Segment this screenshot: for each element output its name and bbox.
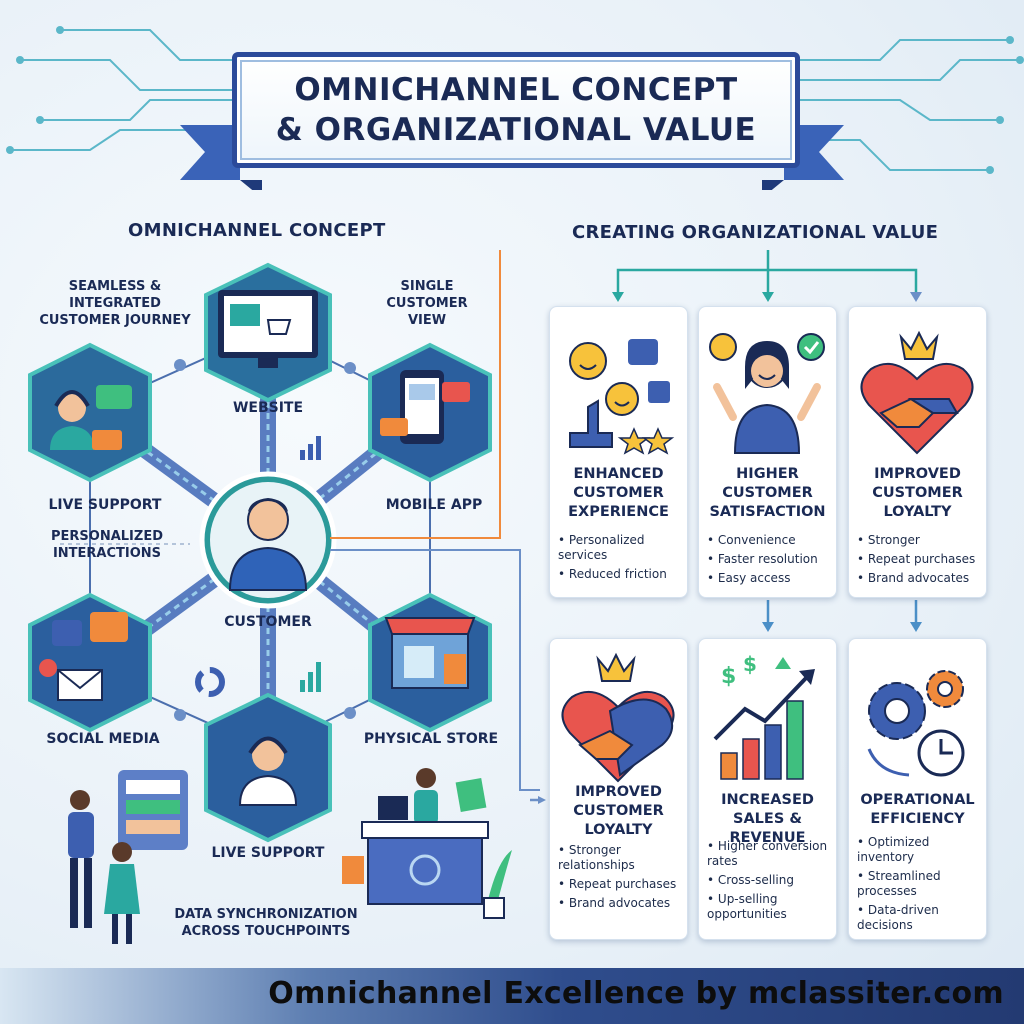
card-sales-bullet-3: Up-selling opportunities <box>707 892 835 922</box>
card-loyalty-bottom-bullets: Stronger relationships Repeat purchases … <box>558 843 686 915</box>
callout-personalized-line-2: INTERACTIONS <box>52 546 162 561</box>
card-satisfaction-bullet-1: Convenience <box>707 533 835 548</box>
callout-seamless-journey: SEAMLESS & INTEGRATED CUSTOMER JOURNEY <box>30 278 200 329</box>
right-heading: CREATING ORGANIZATIONAL VALUE <box>572 222 939 243</box>
value-card-sales: $ $ INCREASED SALES & REVENUE Higher con… <box>698 638 837 940</box>
callout-data-sync-line-1: DATA SYNCHRONIZATION <box>174 907 358 922</box>
svg-text:$: $ <box>743 652 757 676</box>
card-sales-title-1: INCREASED <box>721 792 814 808</box>
value-card-loyalty-top: IMPROVED CUSTOMER LOYALTY Stronger Repea… <box>848 306 987 598</box>
card-satisfaction-bullet-3: Easy access <box>707 571 835 586</box>
left-heading: OMNICHANNEL CONCEPT <box>128 220 386 241</box>
card-satisfaction-bullet-2: Faster resolution <box>707 552 835 567</box>
callout-single-view-line-3: VIEW <box>407 313 447 328</box>
card-efficiency-bullet-1: Optimized inventory <box>857 835 985 865</box>
callout-personalized: PERSONALIZED INTERACTIONS <box>42 528 172 562</box>
node-live-support-bottom-label: LIVE SUPPORT <box>211 845 325 861</box>
callout-single-view-line-2: CUSTOMER <box>386 296 468 311</box>
card-efficiency-title-2: EFFICIENCY <box>870 811 965 827</box>
callout-seamless-line-1: SEAMLESS & <box>68 279 162 294</box>
card-loyalty-top-title: IMPROVED CUSTOMER LOYALTY <box>849 465 986 522</box>
footer-bar: Omnichannel Excellence by mclassiter.com <box>0 968 1024 1024</box>
value-card-experience: ENHANCED CUSTOMER EXPERIENCE Personalize… <box>549 306 688 598</box>
value-card-efficiency: OPERATIONAL EFFICIENCY Optimized invento… <box>848 638 987 940</box>
card-loyalty-top-title-3: LOYALTY <box>883 504 952 520</box>
node-customer-label: CUSTOMER <box>224 614 312 630</box>
card-loyalty-top-bullet-3: Brand advocates <box>857 571 985 586</box>
callout-single-view: SINGLE CUSTOMER VIEW <box>372 278 482 329</box>
card-satisfaction-bullets: Convenience Faster resolution Easy acces… <box>707 533 835 590</box>
callout-seamless-line-3: CUSTOMER JOURNEY <box>39 313 191 328</box>
card-satisfaction-title-1: HIGHER <box>736 466 799 482</box>
callout-data-sync-line-2: ACROSS TOUCHPOINTS <box>181 924 351 939</box>
card-experience-title-1: ENHANCED <box>573 466 664 482</box>
heart-handshake-icon <box>860 330 974 455</box>
card-loyalty-bottom-bullet-3: Brand advocates <box>558 896 686 911</box>
growth-chart-icon: $ $ <box>713 652 815 780</box>
happy-woman-icon <box>709 333 825 454</box>
people-illustration <box>68 770 188 944</box>
card-loyalty-top-bullets: Stronger Repeat purchases Brand advocate… <box>857 533 985 590</box>
card-efficiency-title: OPERATIONAL EFFICIENCY <box>849 791 986 829</box>
card-efficiency-bullet-2: Streamlined processes <box>857 869 985 899</box>
card-sales-bullet-2: Cross-selling <box>707 873 835 888</box>
store-desk-illustration <box>342 768 512 919</box>
callout-data-sync: DATA SYNCHRONIZATION ACROSS TOUCHPOINTS <box>166 906 366 940</box>
node-mobile-app-label: MOBILE APP <box>385 497 483 513</box>
node-social-media-label: SOCIAL MEDIA <box>46 731 160 747</box>
card-sales-bullets: Higher conversion rates Cross-selling Up… <box>707 839 835 926</box>
card-loyalty-bottom-bullet-1: Stronger relationships <box>558 843 686 873</box>
hub-diagram <box>28 250 540 843</box>
card-experience-bullets: Personalized services Reduced friction <box>558 533 686 586</box>
card-loyalty-top-title-2: CUSTOMER <box>872 485 963 501</box>
title-box: OMNICHANNEL CONCEPT & ORGANIZATIONAL VAL… <box>232 52 800 168</box>
node-website-label: WEBSITE <box>232 400 304 416</box>
svg-text:$: $ <box>721 664 736 689</box>
card-efficiency-title-1: OPERATIONAL <box>860 792 975 808</box>
title-line-1: OMNICHANNEL CONCEPT <box>294 72 738 108</box>
card-satisfaction-title-3: SATISFACTION <box>709 504 826 520</box>
value-card-satisfaction: HIGHER CUSTOMER SATISFACTION Convenience… <box>698 306 837 598</box>
card-satisfaction-title: HIGHER CUSTOMER SATISFACTION <box>699 465 836 522</box>
card-loyalty-top-bullet-2: Repeat purchases <box>857 552 985 567</box>
gears-clock-icon <box>867 670 965 777</box>
heart-handshake-icon-2 <box>561 652 675 783</box>
smiley-icon <box>569 339 675 455</box>
card-experience-title-3: EXPERIENCE <box>568 504 669 520</box>
callout-personalized-line-1: PERSONALIZED <box>51 529 163 544</box>
card-loyalty-bottom-title-2: CUSTOMER <box>573 803 664 819</box>
card-experience-bullet-2: Reduced friction <box>558 567 686 582</box>
card-loyalty-bottom-title-3: LOYALTY <box>584 822 653 838</box>
callout-seamless-line-2: INTEGRATED <box>69 296 161 311</box>
node-live-support-top-label: LIVE SUPPORT <box>48 497 162 513</box>
card-sales-bullet-1: Higher conversion rates <box>707 839 835 869</box>
card-efficiency-bullet-3: Data-driven decisions <box>857 903 985 933</box>
card-efficiency-bullets: Optimized inventory Streamlined processe… <box>857 835 985 937</box>
card-loyalty-bottom-title: IMPROVED CUSTOMER LOYALTY <box>550 783 687 840</box>
value-flow-arrows <box>612 250 922 632</box>
card-loyalty-top-title-1: IMPROVED <box>874 466 961 482</box>
value-card-loyalty-bottom: IMPROVED CUSTOMER LOYALTY Stronger relat… <box>549 638 688 940</box>
card-loyalty-top-bullet-1: Stronger <box>857 533 985 548</box>
callout-single-view-line-1: SINGLE <box>400 279 454 294</box>
card-connector-arrows <box>530 796 546 804</box>
card-loyalty-bottom-title-1: IMPROVED <box>575 784 662 800</box>
card-experience-title-2: CUSTOMER <box>573 485 664 501</box>
card-experience-bullet-1: Personalized services <box>558 533 686 563</box>
node-physical-store-label: PHYSICAL STORE <box>363 731 499 747</box>
card-satisfaction-title-2: CUSTOMER <box>722 485 813 501</box>
card-experience-title: ENHANCED CUSTOMER EXPERIENCE <box>550 465 687 522</box>
title-line-2: & ORGANIZATIONAL VALUE <box>275 112 757 148</box>
card-loyalty-bottom-bullet-2: Repeat purchases <box>558 877 686 892</box>
footer-credit: Omnichannel Excellence by mclassiter.com <box>268 976 1004 1011</box>
